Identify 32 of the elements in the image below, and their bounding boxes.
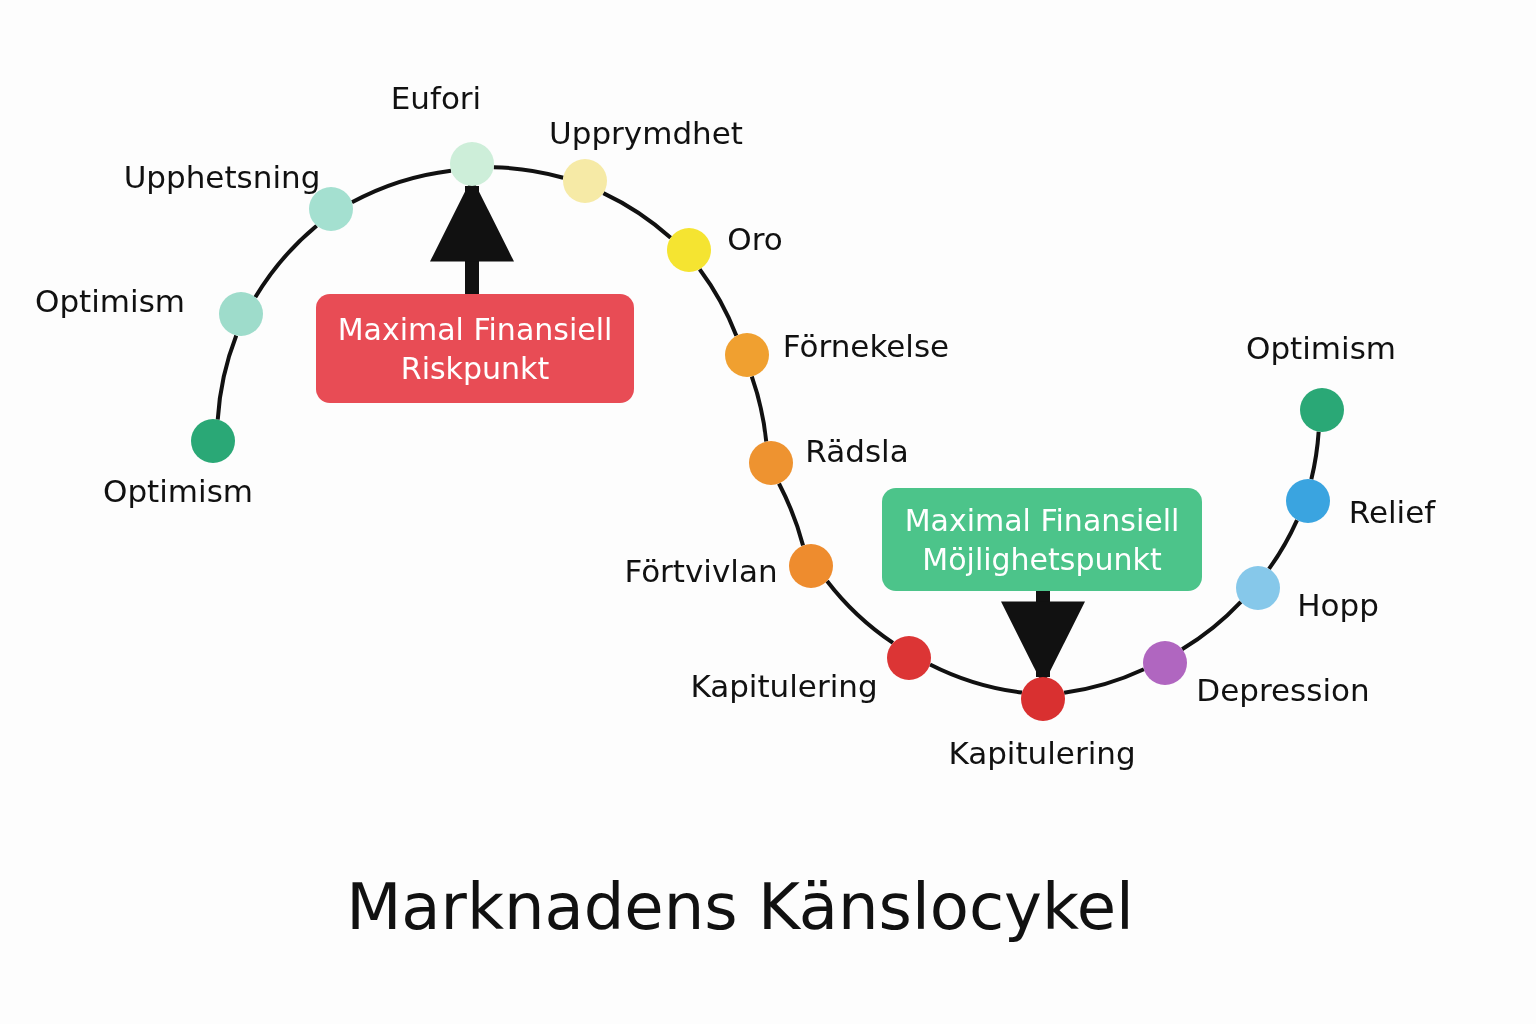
stage-label: Förnekelse <box>782 328 950 364</box>
stage-label: Förtvivlan <box>624 553 778 589</box>
curve-segment <box>493 165 564 180</box>
curve-segment <box>1181 600 1243 651</box>
curve-segment <box>253 224 319 299</box>
curve-segment <box>1309 431 1321 480</box>
curve-segment <box>825 579 895 645</box>
callout-box: Maximal Finansiell Möjlighetspunkt <box>882 488 1202 591</box>
curve-segment <box>602 191 672 240</box>
stage-label: Optimism <box>35 283 185 319</box>
stage-label: Optimism <box>1246 330 1396 366</box>
curve-segment <box>215 334 239 420</box>
curve-segment <box>929 662 1023 695</box>
stage-label: Optimism <box>103 473 253 509</box>
stage-label: Upprymdhet <box>549 115 743 151</box>
curve-segment <box>1267 519 1299 571</box>
stage-label: Hopp <box>1297 587 1379 623</box>
callout-box: Maximal Finansiell Riskpunkt <box>316 294 634 403</box>
curve-segment <box>749 375 769 442</box>
curve-segment <box>351 168 452 205</box>
curve-segment <box>698 268 739 337</box>
stage-label: Kapitulering <box>948 735 1136 771</box>
stage-label: Eufori <box>390 80 482 116</box>
stage-label: Kapitulering <box>690 668 878 704</box>
title: Marknadens Känslocykel <box>345 870 1135 944</box>
curve-segment <box>1063 667 1145 695</box>
stage-label: Upphetsning <box>123 159 321 195</box>
stage-label: Rädsla <box>805 433 909 469</box>
stage-label: Oro <box>727 221 783 257</box>
stage-label: Depression <box>1196 672 1370 708</box>
stage-label: Relief <box>1348 494 1436 530</box>
curve-segment <box>777 482 805 546</box>
